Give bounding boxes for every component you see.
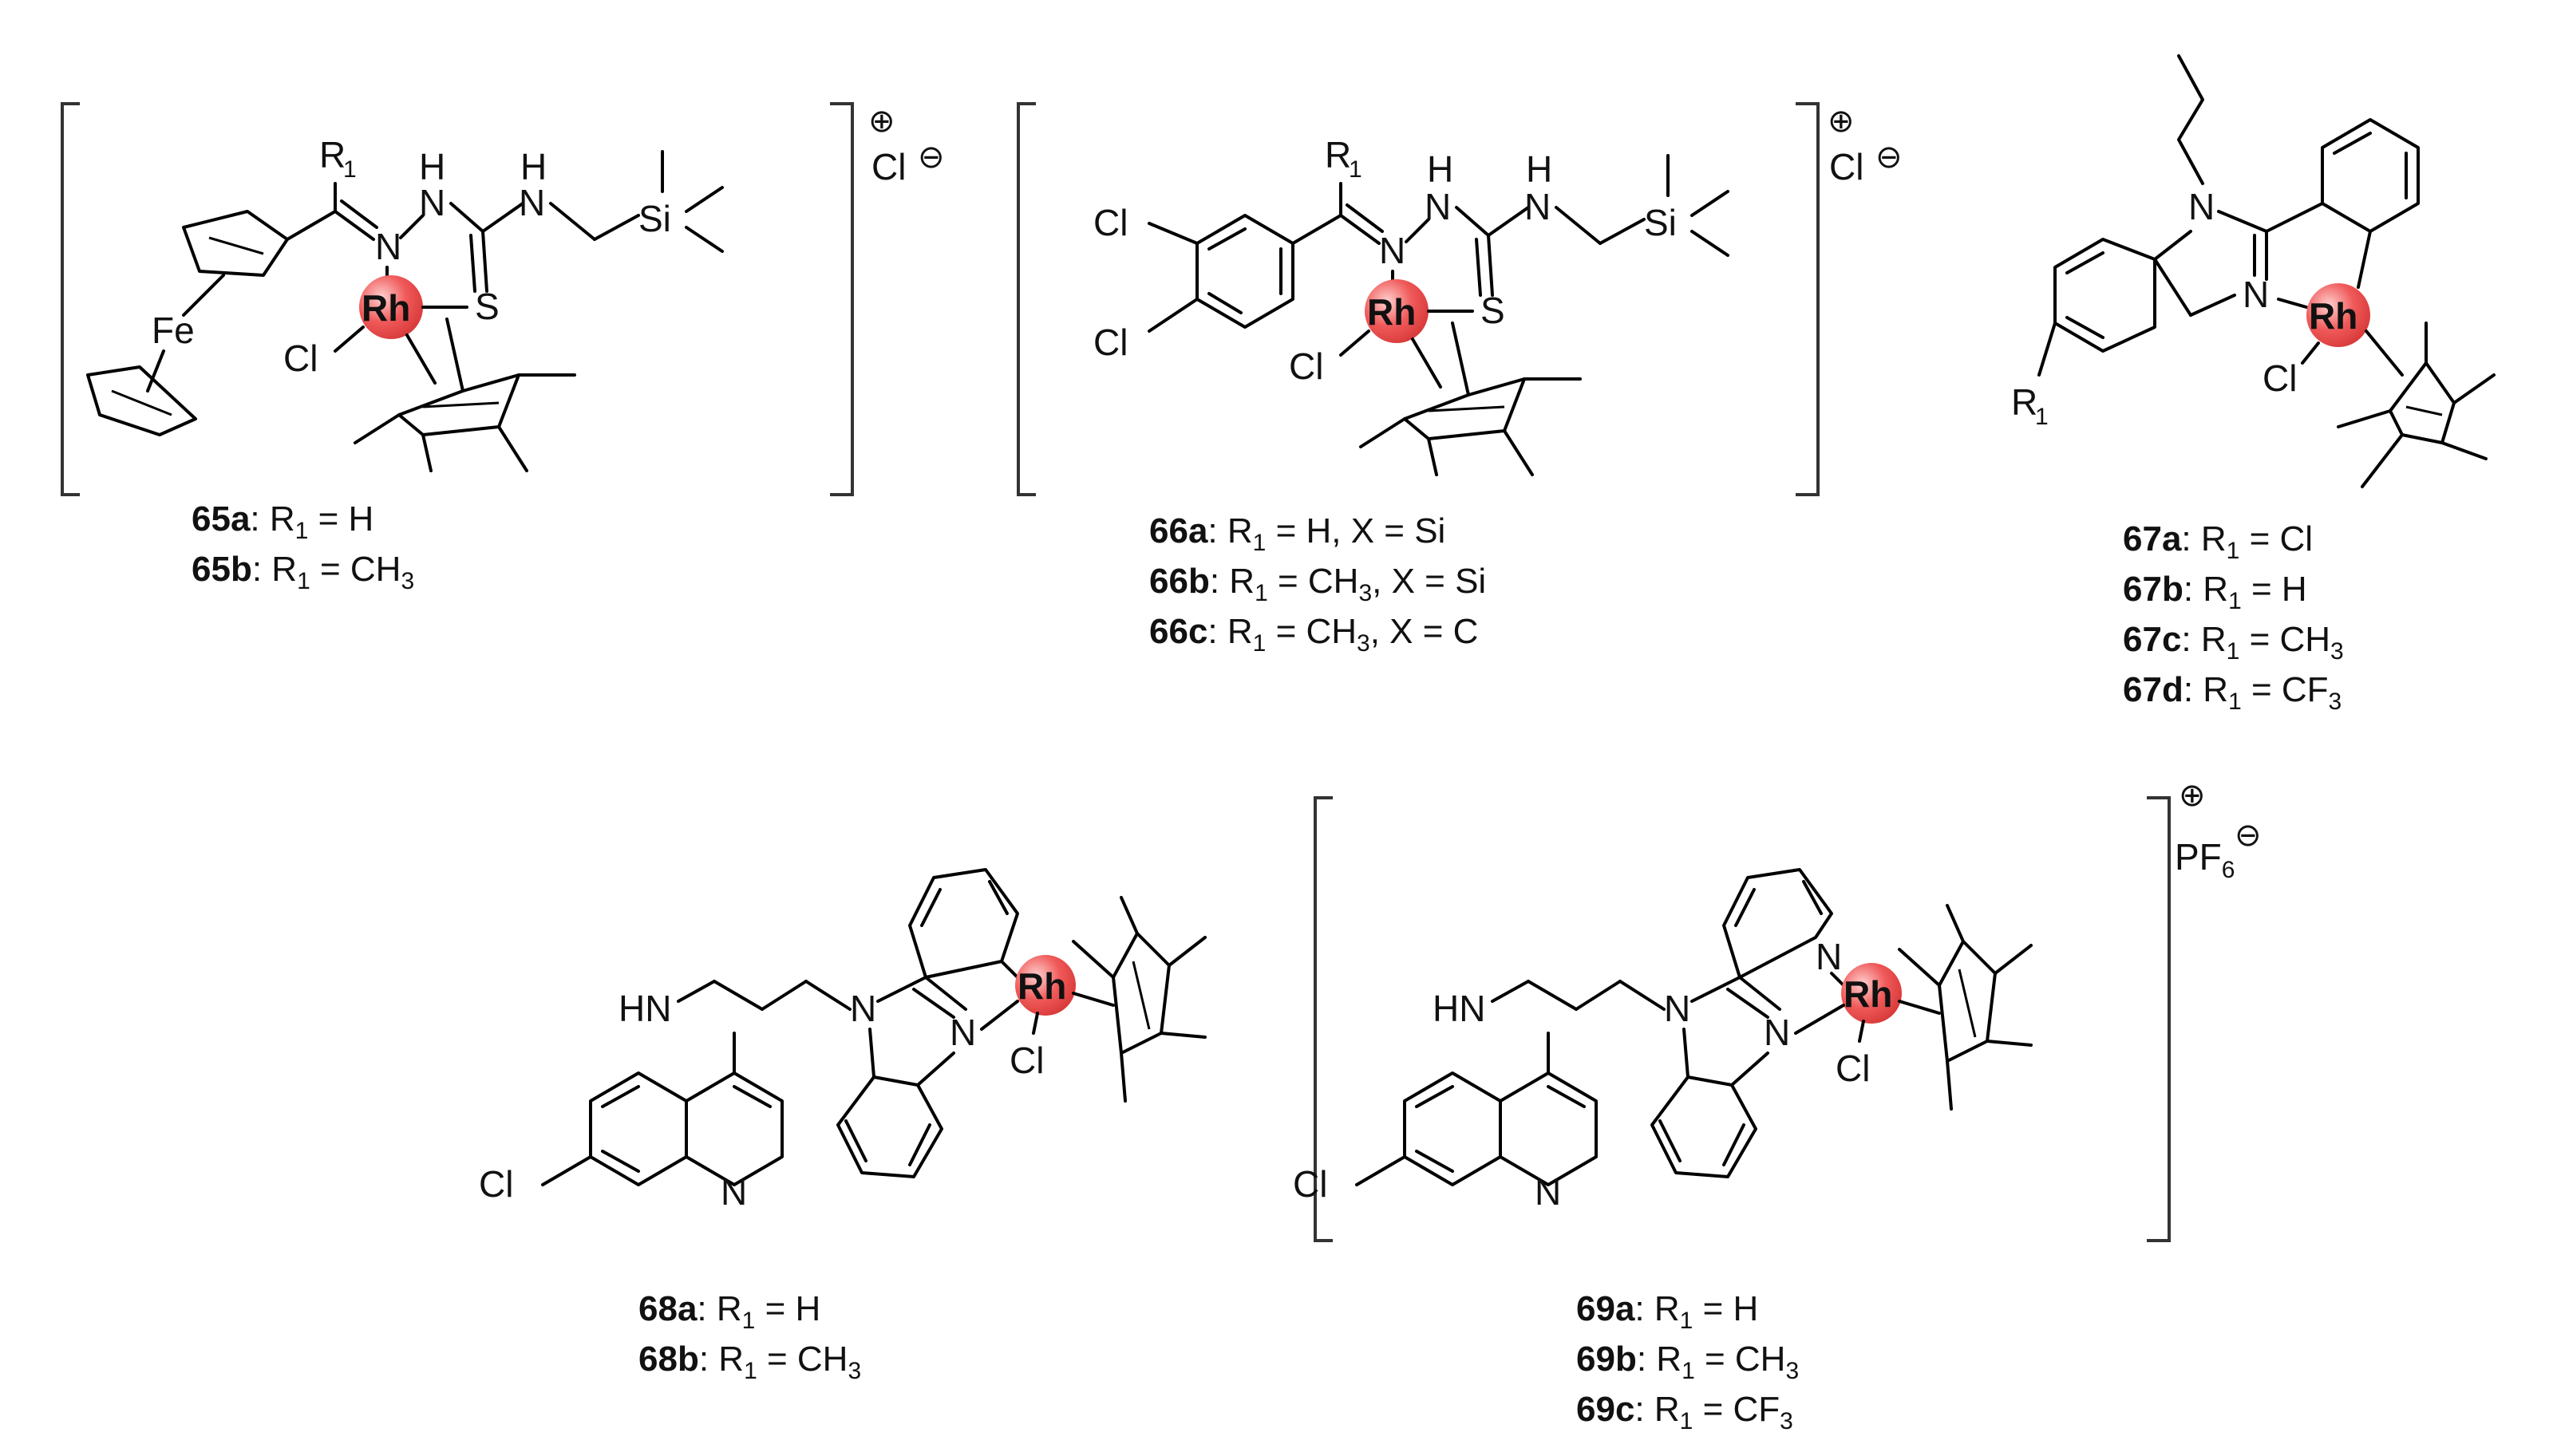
svg-text:N: N [1816,936,1842,977]
compound-69: ⊕ PF6 ⊖ Cl N HN N N N R [1293,778,2262,1434]
caption-69b: 69b: R1 = CH3 [1576,1340,1799,1384]
svg-text:N: N [1764,1012,1790,1053]
svg-text:⊖: ⊖ [1875,140,1903,175]
svg-text:N: N [1664,988,1690,1029]
svg-text:N: N [2188,186,2215,227]
svg-text:N: N [1535,1171,1561,1213]
bracket-right [830,102,854,496]
svg-text:Rh: Rh [1844,973,1892,1015]
caption-69a: 69a: R1 = H [1576,1289,1758,1334]
rhodium-sphere [1015,955,1076,1016]
caption-67a: 67a: R1 = Cl [2123,519,2313,564]
svg-text:N: N [950,1012,976,1053]
svg-text:N: N [2243,274,2269,315]
svg-text:Si: Si [1644,202,1677,243]
svg-text:N: N [721,1171,747,1213]
svg-text:1: 1 [2035,404,2049,430]
caption-66a: 66a: R1 = H, X = Si [1149,511,1445,556]
svg-text:Cl: Cl [1093,322,1128,363]
svg-text:R: R [2011,381,2037,423]
svg-text:Cl: Cl [1010,1040,1044,1081]
svg-text:Cl: Cl [1293,1163,1327,1205]
svg-text:R: R [1325,134,1351,176]
svg-text:Cl: Cl [479,1163,513,1205]
counterion-cl: Cl [871,146,906,187]
svg-text:S: S [475,286,500,327]
svg-text:Cl: Cl [1836,1048,1870,1089]
bracket-left [1314,796,1333,1242]
charge-minus: ⊖ [918,140,945,175]
caption-67d: 67d: R1 = CF3 [2123,670,2342,715]
svg-text:N: N [1524,186,1551,227]
caption-67b: 67b: R1 = H [2123,570,2307,614]
svg-text:N: N [519,182,545,223]
svg-text:Rh: Rh [2309,295,2357,337]
rhodium-sphere [1365,279,1429,343]
rhodium-atom: Rh [362,287,410,329]
svg-text:Rh: Rh [1367,291,1416,333]
rhodium-sphere [2306,283,2370,347]
svg-text:Cl: Cl [2263,357,2297,399]
svg-text:Rh: Rh [1018,965,1066,1007]
compound-68: Cl N HN N N Rh Cl [479,868,1207,1384]
svg-text:1: 1 [343,156,357,183]
svg-text:Cl: Cl [283,337,318,379]
svg-text:Cl: Cl [1829,146,1863,187]
bracket-right [2147,796,2171,1242]
caption-65a: 65a: R1 = H [192,499,373,544]
caption-66b: 66b: R1 = CH3, X = Si [1149,562,1486,606]
svg-text:H: H [1427,148,1453,190]
caption-65b: 65b: R1 = CH3 [192,550,414,594]
compound-65: ⊕ Cl ⊖ Fe R 1 N N H S N H Si [61,102,945,594]
svg-text:R: R [319,134,346,176]
bracket-left [61,102,80,496]
svg-text:⊕: ⊕ [1828,104,1855,139]
compound-67: N N R 1 Rh Cl [2011,54,2496,715]
rhodium-sphere [359,275,423,339]
bracket-right [1796,102,1820,496]
svg-text:Si: Si [638,198,671,239]
iron-atom: Fe [152,310,195,351]
svg-text:N: N [1379,230,1405,271]
svg-text:H: H [520,146,547,187]
svg-text:HN: HN [618,988,671,1029]
caption-68a: 68a: R1 = H [638,1289,820,1334]
caption-67c: 67c: R1 = CH3 [2123,620,2344,665]
svg-text:HN: HN [1433,988,1485,1029]
svg-text:N: N [1425,186,1451,227]
caption-69c: 69c: R1 = CF3 [1576,1390,1793,1434]
svg-text:S: S [1480,290,1505,331]
svg-text:H: H [1526,148,1552,190]
svg-text:N: N [850,988,876,1029]
caption-66c: 66c: R1 = CH3, X = C [1149,612,1478,657]
compound-66: ⊕ Cl ⊖ Cl Cl R 1 N N H S N H Si [1017,102,1903,657]
svg-text:H: H [419,146,445,187]
svg-text:Cl: Cl [1093,202,1128,243]
svg-text:N: N [375,226,401,267]
svg-text:⊕: ⊕ [2179,778,2206,813]
charge-plus: ⊕ [868,104,895,139]
caption-68b: 68b: R1 = CH3 [638,1340,861,1384]
svg-text:N: N [419,182,445,223]
bracket-left [1017,102,1036,496]
svg-text:Cl: Cl [1289,345,1323,387]
counterion-pf6: PF6 [2175,836,2235,883]
svg-text:⊖: ⊖ [2235,818,2262,853]
svg-text:1: 1 [1349,156,1362,183]
rhodium-sphere [1841,963,1902,1024]
